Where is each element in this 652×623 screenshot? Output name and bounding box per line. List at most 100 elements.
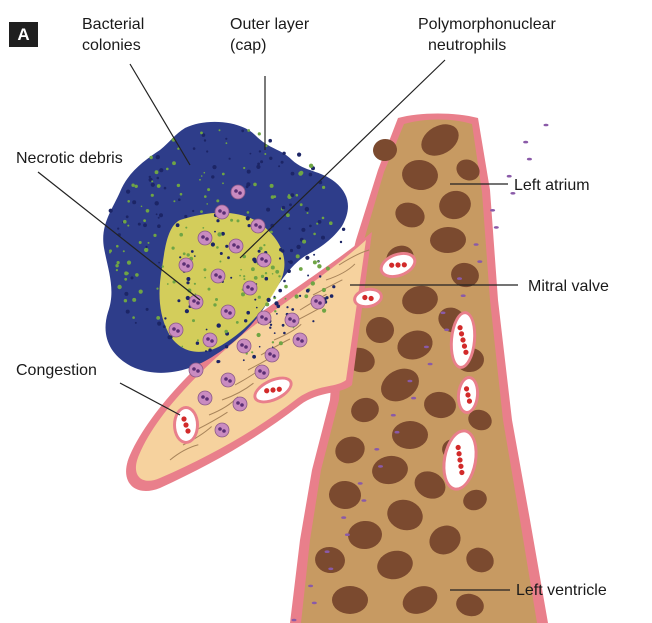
speckle [222, 173, 225, 176]
neutrophil [231, 185, 245, 199]
neutrophil [215, 423, 229, 437]
endothelial-nucleus [411, 397, 416, 400]
speckle [158, 217, 160, 219]
speckle [183, 252, 186, 255]
speckle [265, 277, 269, 281]
neutrophil-lobe [240, 343, 244, 347]
speckle [191, 250, 194, 253]
speckle [241, 292, 245, 296]
speckle [158, 262, 160, 264]
neutrophil-lobe [224, 377, 228, 381]
speckle [155, 201, 159, 205]
speckle [117, 228, 119, 230]
speckle [157, 177, 160, 180]
label-outer-layer-line2: (cap) [230, 35, 309, 56]
speckle [203, 268, 206, 271]
speckle [115, 264, 118, 267]
speckle [192, 319, 195, 322]
speckle [167, 283, 169, 285]
neutrophil-body [257, 311, 271, 325]
neutrophil-lobe [236, 401, 240, 405]
endothelial-nucleus [345, 533, 350, 536]
speckle [252, 355, 256, 359]
speckle [157, 322, 161, 326]
neutrophil [229, 239, 243, 253]
speckle [254, 299, 256, 301]
speckle [291, 308, 294, 311]
speckle [156, 288, 158, 290]
speckle [220, 252, 223, 255]
speckle [172, 161, 176, 165]
neutrophil-lobe [206, 337, 210, 341]
neutrophil [189, 363, 203, 377]
speckle [151, 194, 154, 197]
speckle [285, 298, 287, 300]
speckle [157, 184, 161, 188]
speckle [291, 172, 295, 176]
neutrophil [179, 258, 193, 272]
speckle [257, 333, 261, 337]
speckle [247, 170, 251, 174]
speckle [283, 332, 286, 335]
speckle [322, 186, 325, 189]
capillary [173, 406, 199, 444]
speckle [258, 250, 261, 253]
speckle [141, 206, 143, 208]
speckle [162, 265, 164, 267]
neutrophil-body [221, 305, 235, 319]
speckle [305, 256, 309, 260]
speckle [274, 296, 276, 298]
speckle [124, 278, 127, 281]
label-left-ventricle: Left ventricle [516, 580, 607, 601]
neutrophil-body [255, 365, 269, 379]
neutrophil-body [211, 269, 225, 283]
speckle [309, 173, 313, 177]
speckle [177, 299, 180, 302]
speckle [219, 261, 221, 263]
endothelial-nucleus [308, 585, 313, 588]
endothelial-nucleus [441, 312, 446, 315]
endothelial-nucleus [378, 465, 383, 468]
speckle [127, 200, 130, 203]
speckle [143, 219, 146, 222]
speckle [199, 179, 201, 181]
speckle [151, 180, 153, 182]
speckle [271, 266, 275, 270]
neutrophil-lobe [186, 264, 190, 268]
speckle [289, 228, 291, 230]
speckle [278, 289, 282, 293]
speckle [126, 215, 129, 218]
speckle [182, 346, 184, 348]
speckle [246, 311, 250, 315]
speckle [296, 245, 300, 249]
speckle [196, 342, 199, 345]
speckle [259, 150, 261, 152]
speckle [185, 227, 187, 229]
speckle [274, 310, 276, 312]
speckle [180, 193, 183, 196]
neutrophil-lobe [314, 299, 318, 303]
neutrophil-lobe [254, 223, 258, 227]
endothelial-nucleus [490, 209, 495, 212]
speckle [192, 210, 194, 212]
endothelial-nucleus [391, 414, 396, 417]
speckle [340, 241, 342, 243]
speckle [276, 313, 278, 315]
speckle [117, 285, 121, 289]
speckle [278, 165, 280, 167]
endothelial-nucleus [341, 516, 346, 519]
red-blood-cell [181, 416, 186, 421]
speckle [273, 195, 276, 198]
speckle [187, 253, 190, 256]
neutrophil-lobe [262, 371, 266, 375]
speckle [179, 256, 181, 258]
speckle [202, 227, 204, 229]
label-congestion: Congestion [16, 360, 97, 381]
speckle [139, 290, 143, 294]
speckle [143, 223, 147, 227]
speckle [317, 260, 319, 262]
speckle [156, 316, 160, 320]
speckle [145, 246, 147, 248]
speckle [123, 250, 125, 252]
neutrophil [221, 373, 235, 387]
